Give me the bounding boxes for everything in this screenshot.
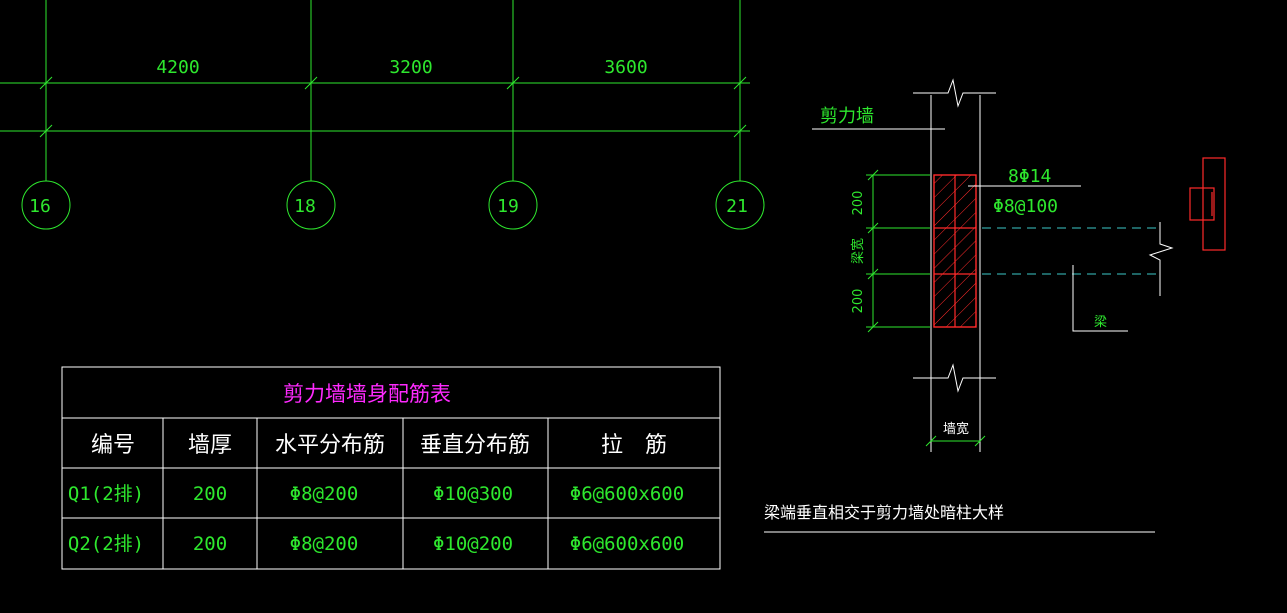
- table-cell: 200: [193, 483, 227, 505]
- axis-label-18: 18: [294, 196, 316, 217]
- dim-tick: [39, 76, 53, 90]
- table-cell: Q1(2排): [68, 483, 144, 505]
- table-cell: 200: [193, 533, 227, 555]
- rebar-stirrup-label: Φ8@100: [993, 196, 1058, 217]
- axis-bubble-18: [286, 180, 336, 230]
- rebar-main-label: 8Φ14: [1008, 166, 1051, 187]
- axis-label-21: 21: [726, 196, 748, 217]
- table-cell: Φ6@600x600: [570, 533, 684, 555]
- table-cell: Φ10@300: [433, 483, 513, 505]
- dimension-3200: 3200: [389, 57, 432, 78]
- beam-label-leader: [1072, 265, 1128, 332]
- dim-tick: [925, 435, 937, 447]
- dim-tick: [867, 268, 879, 280]
- break-line-top: [913, 78, 996, 108]
- detail-caption: 梁端垂直相交于剪力墙处暗柱大样: [764, 503, 1004, 522]
- dim-tick: [867, 321, 879, 333]
- axis-label-19: 19: [497, 196, 519, 217]
- dimension-3600: 3600: [604, 57, 647, 78]
- dim-tick: [974, 435, 986, 447]
- table-title: 剪力墙墙身配筋表: [283, 382, 451, 406]
- dim-tick: [733, 124, 747, 138]
- beam-label: 梁: [1094, 315, 1107, 330]
- beam-break-line: [1148, 222, 1174, 296]
- table-header-vertical: 垂直分布筋: [420, 433, 530, 458]
- table-cell: Φ10@200: [433, 533, 513, 555]
- table-header-id: 编号: [91, 433, 135, 458]
- dimension-bottom-200: 200: [851, 289, 866, 314]
- dim-tick: [733, 76, 747, 90]
- axis-grid-plan: 4200 3200 3600 16 18 19 21: [0, 0, 765, 230]
- dim-tick: [39, 124, 53, 138]
- table-cell: Q2(2排): [68, 533, 144, 555]
- dimension-top-200: 200: [851, 191, 866, 216]
- table-cell: Φ8@200: [290, 533, 359, 555]
- axis-label-16: 16: [29, 196, 51, 217]
- section-marker-outer: [1202, 157, 1226, 251]
- table-cell: Φ6@600x600: [570, 483, 684, 505]
- dim-tick: [867, 169, 879, 181]
- reinforcement-table: 剪力墙墙身配筋表 编号 墙厚 水平分布筋 垂直分布筋 拉 筋 Q1(2排) 20…: [61, 366, 721, 570]
- dim-tick: [867, 222, 879, 234]
- section-marker-inner: [1189, 187, 1215, 221]
- dimension-beam-width: 梁宽: [850, 238, 866, 264]
- break-line-bottom: [913, 363, 996, 393]
- dim-tick: [304, 76, 318, 90]
- axis-bubble-21: [715, 180, 765, 230]
- axis-bubble-19: [488, 180, 538, 230]
- dimension-4200: 4200: [156, 57, 199, 78]
- dim-tick: [506, 76, 520, 90]
- hidden-column-detail: 剪力墙 8Φ14 Φ8@100 梁 200 梁宽 200: [764, 78, 1226, 533]
- axis-bubble-16: [21, 180, 71, 230]
- wall-width-label: 墙宽: [943, 421, 969, 437]
- table-header-horizontal: 水平分布筋: [275, 433, 385, 458]
- table-header-tie: 拉 筋: [601, 433, 667, 458]
- table-cell: Φ8@200: [290, 483, 359, 505]
- table-header-thickness: 墙厚: [188, 433, 232, 458]
- wall-label: 剪力墙: [820, 106, 874, 127]
